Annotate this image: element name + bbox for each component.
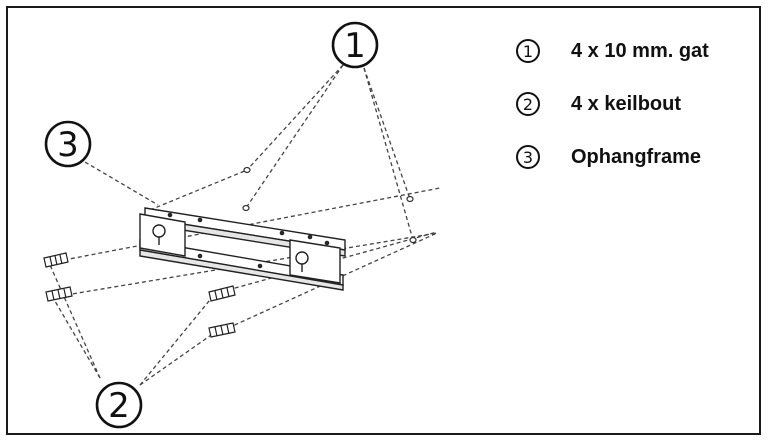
- leader-line-1b: [245, 64, 344, 209]
- legend-label-1: 4 x 10 mm. gat: [571, 39, 709, 62]
- legend: 1 4 x 10 mm. gat 2 4 x keilbout 3 Ophang…: [516, 36, 756, 195]
- legend-item-2: 2 4 x keilbout: [516, 89, 756, 119]
- callout-2-number: 2: [108, 386, 130, 426]
- anchor-bolt: [45, 286, 73, 302]
- leader-line-1a: [246, 64, 344, 171]
- leader-line-3: [84, 161, 159, 206]
- leader-line-2c: [139, 294, 215, 386]
- legend-label-2: 4 x keilbout: [571, 92, 682, 115]
- wall-hole: [409, 236, 417, 244]
- leader-line-1d: [363, 67, 414, 241]
- leader-line-2b: [51, 295, 101, 379]
- diagram-frame: [6, 6, 761, 435]
- legend-item-1: 1 4 x 10 mm. gat: [516, 36, 756, 66]
- leader-line-2a: [49, 264, 101, 379]
- callout-3: 3: [44, 120, 92, 168]
- leader-line-1c: [363, 67, 411, 200]
- wall-hole: [242, 204, 250, 212]
- legend-label-3: Ophangframe: [571, 145, 702, 168]
- legend-number-3: 3: [516, 145, 540, 169]
- wall-hole: [406, 195, 414, 203]
- legend-item-3: 3 Ophangframe: [516, 142, 756, 172]
- hole-axis-5: [149, 169, 248, 211]
- legend-number-1: 1: [516, 39, 540, 63]
- callout-1: 1: [331, 21, 379, 69]
- callout-2: 2: [95, 381, 143, 429]
- mounting-frame: [139, 207, 346, 291]
- leader-line-2d: [139, 332, 215, 386]
- anchor-bolt: [43, 252, 69, 268]
- wall-hole: [243, 166, 251, 174]
- legend-number-2: 2: [516, 92, 540, 116]
- anchor-bolt: [208, 285, 236, 302]
- callout-3-number: 3: [57, 125, 79, 165]
- hole-axis-1: [63, 187, 441, 261]
- anchor-bolt: [208, 322, 236, 338]
- callout-1-number: 1: [344, 26, 366, 66]
